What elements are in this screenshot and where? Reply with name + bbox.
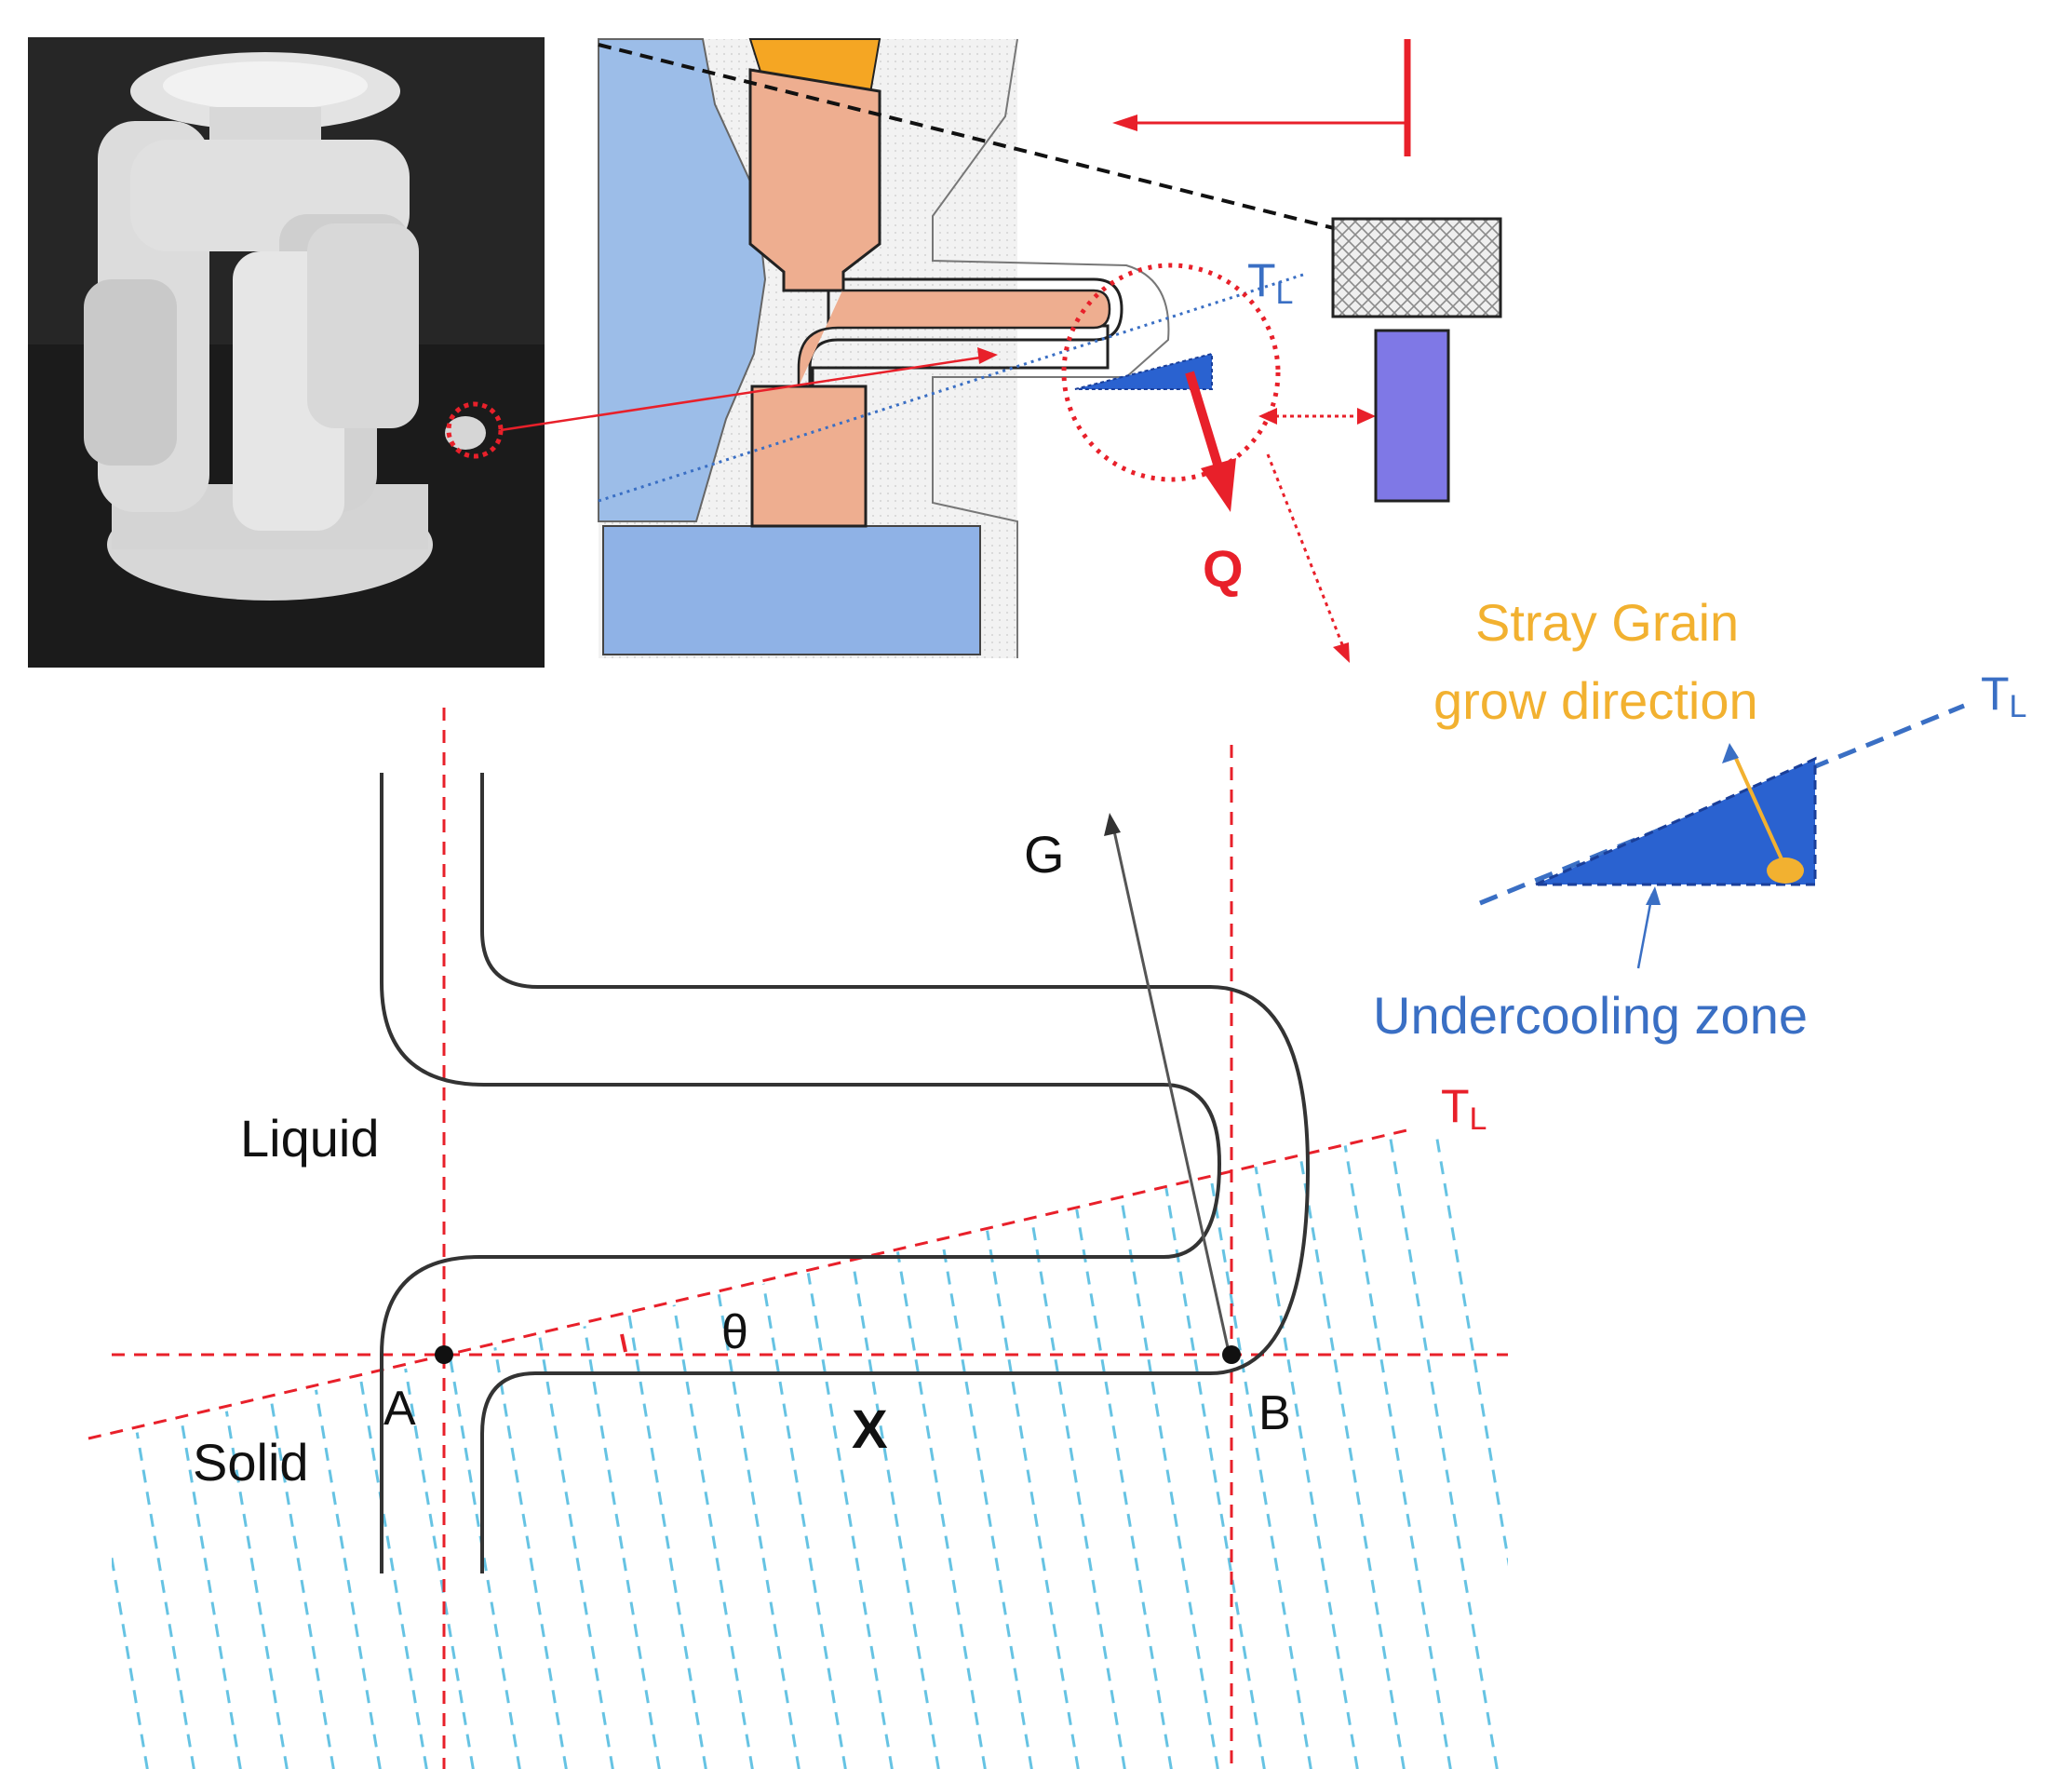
point-b-label: B — [1258, 1386, 1291, 1440]
theta-label: θ — [721, 1305, 748, 1359]
stray-grain-label-line2: grow direction — [1433, 671, 1758, 730]
liquid-label: Liquid — [240, 1109, 379, 1168]
point-a-label: A — [383, 1382, 416, 1436]
bottom-schematic — [87, 708, 1508, 1769]
mold-cross-section-diagram — [500, 38, 1502, 663]
tl-bottom-label: TL — [1441, 1080, 1487, 1137]
q-label: Q — [1203, 539, 1244, 598]
stray-grain-label-line1: Stray Grain — [1475, 593, 1739, 652]
wax-cluster-photo — [28, 37, 545, 668]
undercooling-zone-label: Undercooling zone — [1373, 986, 1808, 1045]
tl-top-label: TL — [1247, 254, 1293, 311]
x-label: X — [852, 1399, 888, 1460]
solid-label: Solid — [193, 1433, 309, 1492]
undercooling-inset — [1479, 703, 1965, 969]
tl-right-label: TL — [1981, 668, 2026, 724]
g-label: G — [1024, 825, 1065, 884]
